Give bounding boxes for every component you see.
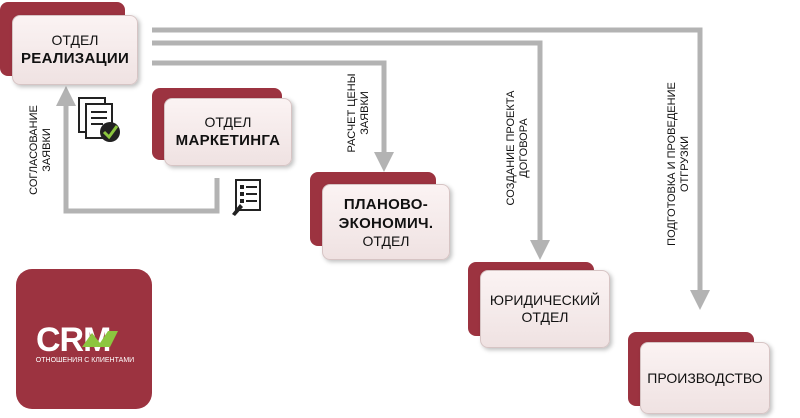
label-price-calc: РАСЧЕТ ЦЕНЫ ЗАЯВКИ: [346, 68, 372, 158]
arrow-marketing-to-sales: [56, 86, 220, 214]
checklist-document-icon: [232, 179, 261, 216]
label-price-calc-l2: ЗАЯВКИ: [359, 91, 371, 135]
arrow-to-planning: [152, 60, 394, 172]
label-contract: СОЗДАНИЕ ПРОЕКТА ДОГОВОРА: [505, 78, 531, 218]
arrow-to-production: [152, 27, 710, 310]
node-planning-line1: ПЛАНОВО-: [343, 195, 429, 213]
label-approval: СОГЛАСОВАНИЕ ЗАЯВКИ: [28, 90, 54, 210]
node-marketing-line2: МАРКЕТИНГА: [175, 132, 281, 149]
node-planning-line2: ЭКОНОМИЧ.: [338, 214, 434, 232]
crm-logo-subtitle: ОТНОШЕНИЯ С КЛИЕНТАМИ: [35, 357, 135, 364]
crm-logo-text: CRM: [36, 321, 111, 359]
node-production-line1: ПРОИЗВОДСТВО: [647, 369, 763, 386]
crm-logo: CRM ОТНОШЕНИЯ С КЛИЕНТАМИ: [16, 269, 152, 409]
label-shipment: ПОДГОТОВКА И ПРОВЕДЕНИЕ ОТГРУЗКИ: [666, 66, 692, 262]
crm-logo-swoosh: [82, 331, 118, 347]
label-price-calc-l1: РАСЧЕТ ЦЕНЫ: [346, 73, 358, 153]
label-shipment-l1: ПОДГОТОВКА И ПРОВЕДЕНИЕ: [666, 82, 678, 246]
arrow-to-legal: [152, 40, 550, 260]
node-sales-line2: РЕАЛИЗАЦИИ: [20, 50, 130, 67]
node-legal: ЮРИДИЧЕСКИЙ ОТДЕЛ: [468, 260, 618, 350]
label-approval-l1: СОГЛАСОВАНИЕ: [28, 105, 40, 195]
crm-logo-mark: CRM: [36, 321, 118, 360]
node-legal-line1: ЮРИДИЧЕСКИЙ: [489, 292, 601, 308]
label-contract-l2: ДОГОВОРА: [518, 118, 530, 178]
node-sales: ОТДЕЛ РЕАЛИЗАЦИИ: [0, 0, 160, 90]
label-approval-l2: ЗАЯВКИ: [41, 128, 53, 172]
label-shipment-l2: ОТГРУЗКИ: [679, 135, 691, 193]
node-production: ПРОИЗВОДСТВО: [628, 330, 778, 418]
node-planning: ПЛАНОВО- ЭКОНОМИЧ. ОТДЕЛ: [310, 172, 460, 262]
node-marketing-line1: ОТДЕЛ: [204, 114, 252, 130]
node-planning-line3: ОТДЕЛ: [362, 232, 410, 249]
node-sales-line1: ОТДЕЛ: [51, 32, 99, 48]
label-contract-l1: СОЗДАНИЕ ПРОЕКТА: [505, 90, 517, 206]
approved-document-icon: [78, 97, 120, 142]
node-marketing: ОТДЕЛ МАРКЕТИНГА: [152, 88, 297, 178]
node-legal-line2: ОТДЕЛ: [521, 309, 569, 325]
